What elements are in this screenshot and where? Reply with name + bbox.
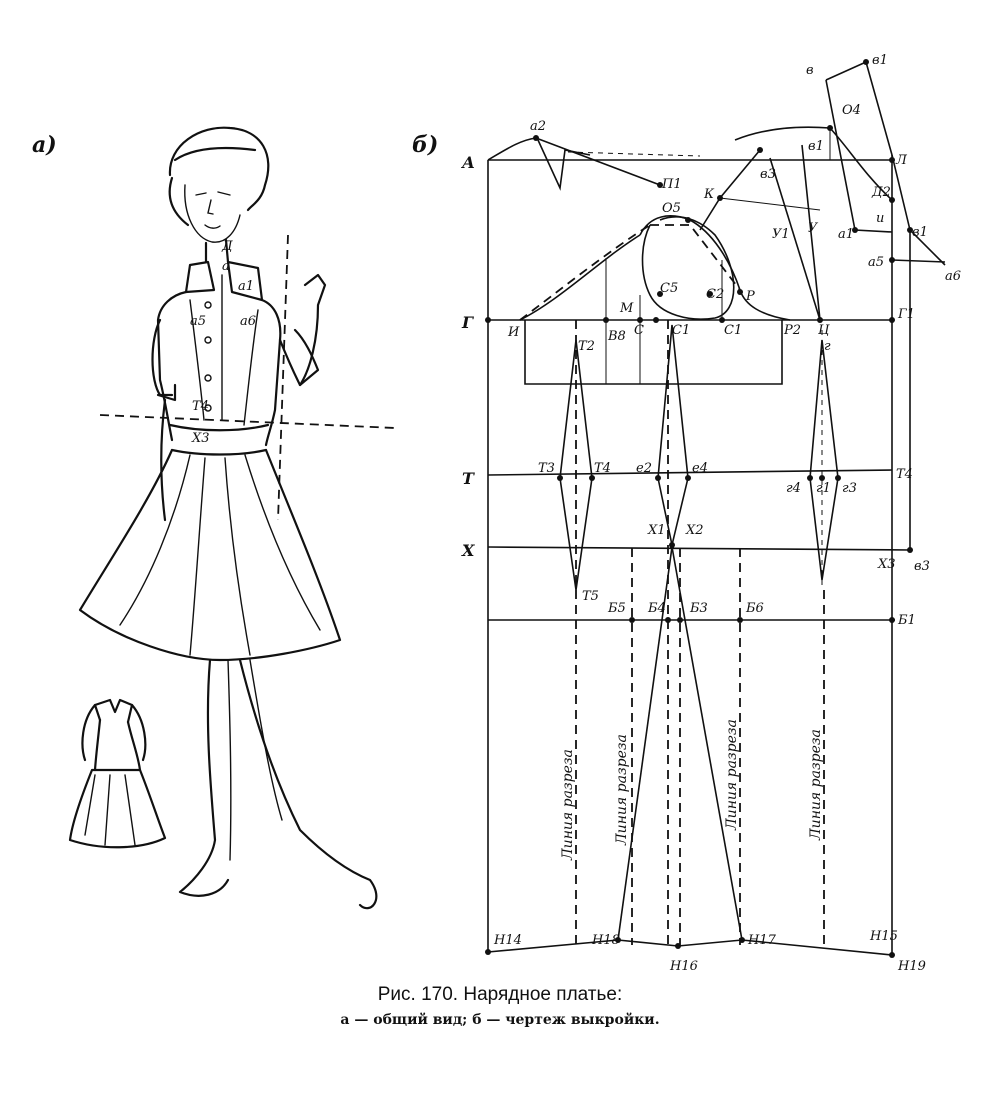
pt-g: г [824, 339, 831, 354]
pt-c: С [634, 323, 644, 338]
pt-a-1: а1 [838, 227, 854, 242]
pt-v8: В8 [607, 329, 626, 344]
panel-label-b: б) [412, 132, 439, 158]
pt-h18: Н18 [591, 933, 620, 948]
fig-label-a6: а6 [240, 314, 256, 329]
pt-v4: О4 [842, 103, 861, 118]
pt-t4: Т4 [594, 461, 611, 476]
pt-p2: Р2 [783, 323, 801, 338]
fig-label-x3: Х3 [191, 431, 210, 446]
pt-x2: Х2 [685, 523, 704, 538]
pt-v3-right: в3 [914, 559, 930, 574]
pt-t5: Т5 [582, 589, 599, 604]
dress-figure-drawing [68, 126, 396, 910]
pt-m: М [619, 301, 634, 316]
cut-line-label-3: Линия разреза [724, 719, 740, 831]
figure-caption-subtitle: а — общий вид; б — чертеж выкройки. [340, 1012, 660, 1028]
axis-label-a: А [461, 153, 475, 172]
pt-a2: а2 [530, 119, 546, 134]
pt-b5: Б5 [607, 601, 626, 616]
pt-b4: Б4 [647, 601, 666, 616]
pt-c2: С2 [706, 287, 724, 302]
pt-h15: Н15 [869, 929, 898, 944]
pt-y1: У1 [772, 227, 790, 242]
pt-y: У [808, 221, 819, 236]
pt-e4: е4 [692, 461, 708, 476]
pt-ts: Ц [818, 323, 830, 338]
pt-x1: Х1 [647, 523, 666, 538]
pt-c-1: С1 [672, 323, 690, 338]
pt-h17: Н17 [747, 933, 777, 948]
cut-line-label-1: Линия разреза [560, 749, 576, 861]
pt-h14: Н14 [493, 933, 522, 948]
pt-b3: Б3 [689, 601, 708, 616]
pt-x3: Х3 [877, 557, 896, 572]
pt-y0: в1 [808, 139, 824, 154]
panel-label-a: а) [32, 132, 57, 158]
axis-label-t: Т [462, 469, 475, 488]
pt-g1-top: Г1 [897, 307, 915, 322]
pt-b1: в1 [872, 53, 888, 68]
pt-a5: а5 [868, 255, 884, 270]
pt-k: К [703, 187, 715, 202]
pt-g3: г3 [842, 481, 857, 496]
pt-t4-right: Т4 [896, 467, 913, 482]
pattern-drawing [487, 60, 946, 956]
pt-p1: П1 [661, 177, 682, 192]
fig-label-a: а [222, 259, 230, 274]
pt-b: в [806, 63, 814, 78]
figure-caption-title: Рис. 170. Нарядное платье: [377, 984, 623, 1005]
pt-h16: Н16 [669, 959, 698, 974]
fig-label-a5: а5 [190, 314, 206, 329]
axis-label-g: Г [461, 313, 474, 332]
pt-a6: а6 [945, 269, 961, 284]
pt-h19: Н19 [897, 959, 926, 974]
pt-i: И [507, 325, 520, 340]
cut-line-label-4: Линия разреза [808, 729, 824, 841]
pt-t3: Т3 [538, 461, 555, 476]
pt-d2: Д2 [871, 185, 891, 200]
pt-c1: С1 [724, 323, 742, 338]
pt-g1: г1 [816, 481, 831, 496]
fig-label-a1: а1 [238, 279, 254, 294]
cut-line-label-2: Линия разреза [614, 734, 630, 846]
pt-p: Р [745, 289, 755, 304]
pt-l: Л [895, 153, 908, 168]
pt-u: и [876, 211, 884, 226]
pt-c5: С5 [660, 281, 678, 296]
fig-label-t4: Т4 [192, 399, 209, 414]
fig-label-d: Д [221, 239, 233, 254]
pt-b1-right: Б1 [897, 613, 916, 628]
pattern-points [485, 59, 913, 958]
pt-v1: в1 [912, 225, 928, 240]
pt-e2: е2 [636, 461, 652, 476]
pt-b6: Б6 [745, 601, 764, 616]
axis-label-x: Х [461, 541, 475, 560]
pt-t2: Т2 [578, 339, 595, 354]
pt-v3: в3 [760, 167, 776, 182]
pt-g4: г4 [786, 481, 801, 496]
pt-o5: О5 [662, 201, 681, 216]
